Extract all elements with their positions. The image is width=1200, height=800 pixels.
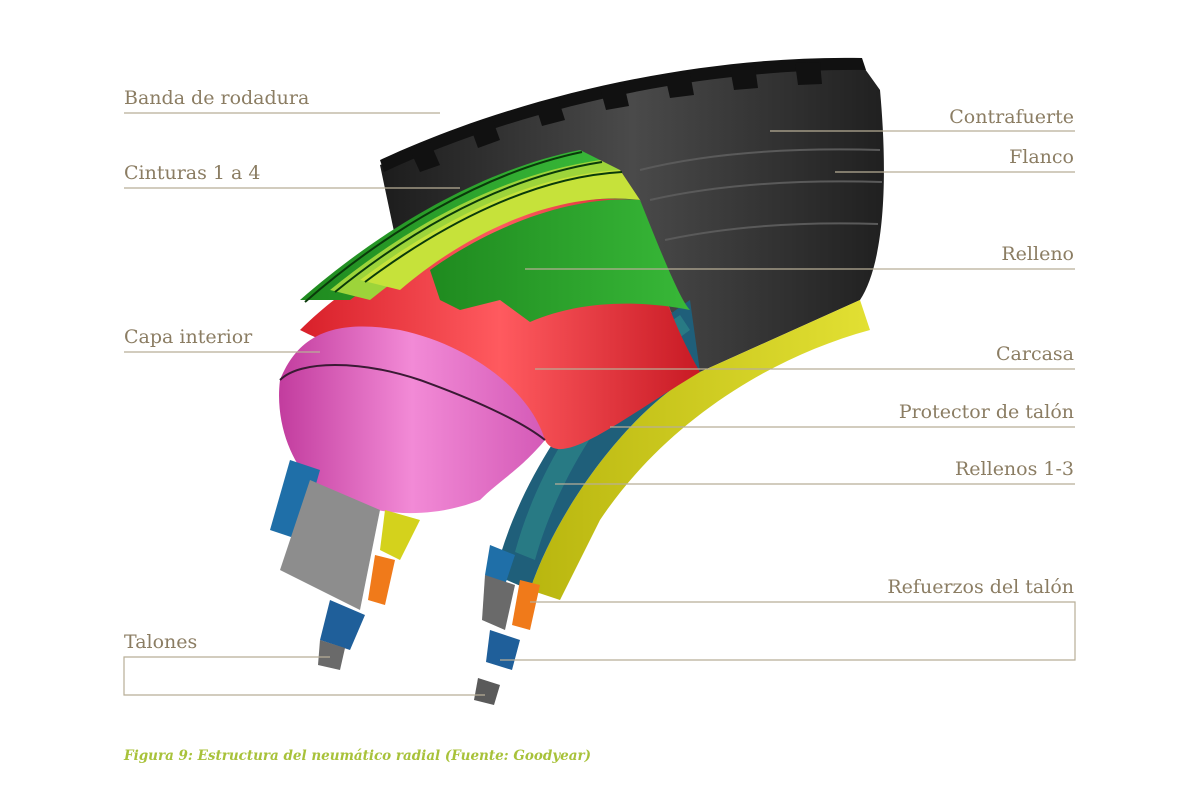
label-contrafuerte: Contrafuerte xyxy=(949,106,1074,128)
label-banda-de-rodadura: Banda de rodadura xyxy=(124,87,310,109)
figure-caption: Figura 9: Estructura del neumático radia… xyxy=(124,748,592,764)
leader-lines xyxy=(123,112,1076,696)
label-refuerzos-del-talon: Refuerzos del talón xyxy=(887,576,1074,598)
bead-right xyxy=(474,545,540,705)
bead-left xyxy=(270,460,420,670)
leader-talones xyxy=(123,656,485,696)
sidewall-grooves xyxy=(639,148,883,241)
belts-shape xyxy=(300,150,690,322)
label-relleno: Relleno xyxy=(1001,243,1074,265)
bead-protector-shape xyxy=(530,300,870,600)
label-rellenos: Rellenos 1-3 xyxy=(954,458,1074,480)
inner-liner-shape xyxy=(279,326,545,514)
label-carcasa: Carcasa xyxy=(996,343,1074,365)
label-protector-de-talon: Protector de talón xyxy=(898,401,1074,423)
label-talones: Talones xyxy=(124,631,198,653)
inner-liner-rim xyxy=(279,364,546,441)
sidewall-shape xyxy=(380,61,884,372)
label-flanco: Flanco xyxy=(1009,146,1074,168)
leader-refuerzos xyxy=(500,601,1076,661)
label-capa-interior: Capa interior xyxy=(124,326,253,348)
tread-blocks xyxy=(380,57,866,172)
label-cinturas: Cinturas 1 a 4 xyxy=(124,162,261,184)
